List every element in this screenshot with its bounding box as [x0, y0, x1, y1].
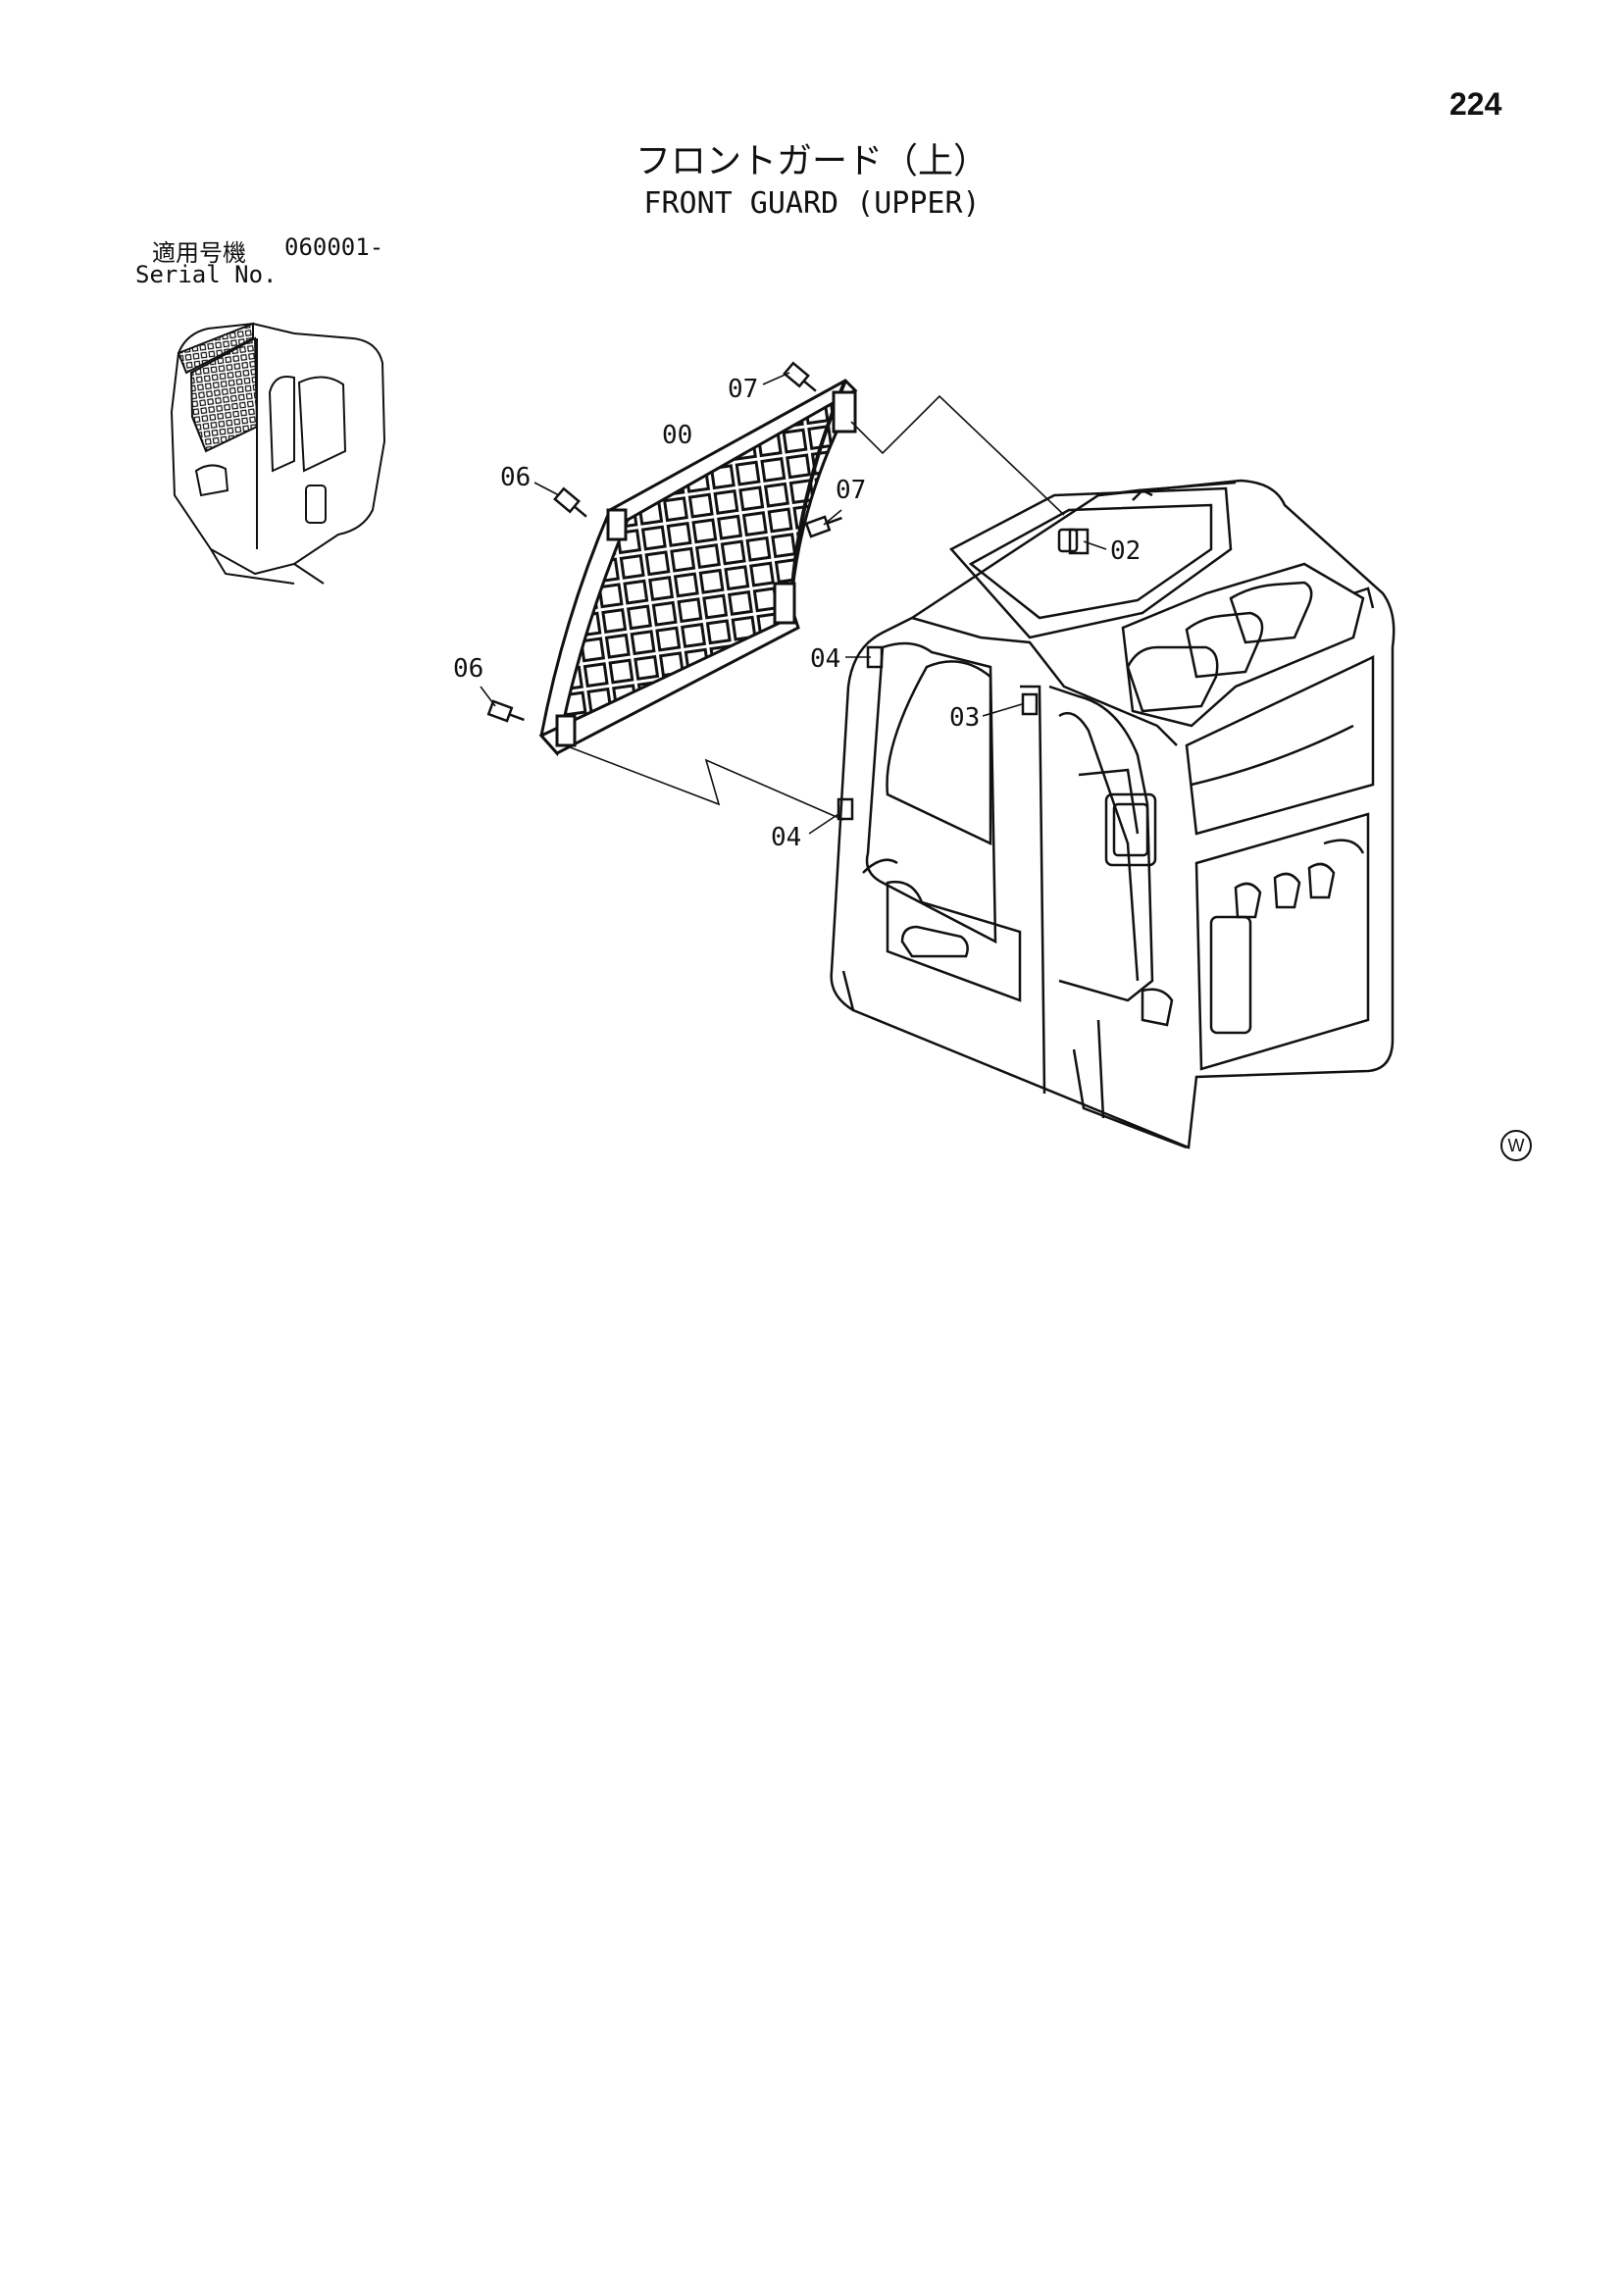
serial-label-english: Serial No.	[135, 261, 278, 288]
page-number: 224	[1449, 86, 1502, 122]
page-title-english: FRONT GUARD (UPPER)	[643, 186, 981, 221]
w-circle-mark: W	[1500, 1130, 1532, 1161]
callout-07-lower: 07	[836, 476, 866, 505]
callout-00: 00	[662, 421, 692, 450]
callout-06-upper: 06	[500, 463, 531, 492]
serial-label-japanese: 適用号機	[152, 239, 246, 267]
callout-03: 03	[949, 703, 980, 733]
bolt-icons	[486, 361, 1090, 821]
operator-cab-body	[830, 479, 1396, 1149]
callout-04-lower: 04	[771, 823, 801, 852]
assembly-leader-lines	[564, 394, 1065, 821]
callout-06-lower: 06	[453, 654, 483, 684]
serial-number-value: 060001-	[284, 233, 384, 261]
callout-02: 02	[1110, 536, 1141, 566]
callout-04-upper: 04	[810, 644, 840, 674]
callout-07-upper: 07	[728, 375, 758, 404]
front-guard-mesh-panel	[538, 379, 858, 757]
thumbnail-cab-view	[170, 322, 386, 585]
callout-leaders	[480, 372, 1107, 835]
page-title-japanese: フロントガード（上）	[634, 141, 989, 181]
callout-labels: 00 02 03 04 04 06 06 07 07	[453, 375, 1141, 852]
